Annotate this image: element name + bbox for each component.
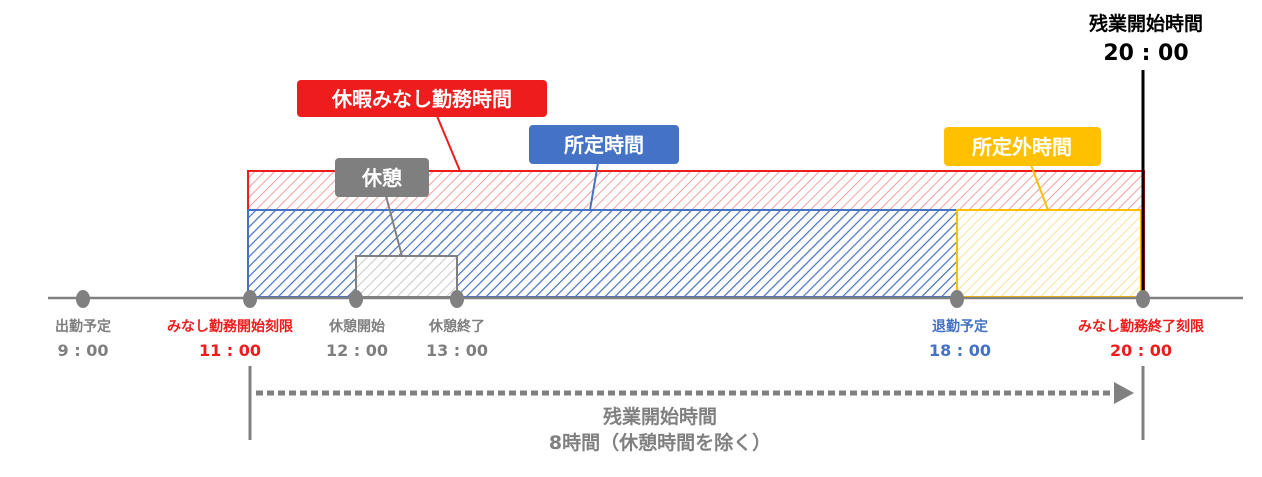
timeline-dot-break-end <box>450 290 464 308</box>
timeline-time-deemed-end-limit: 20 : 00 <box>1110 341 1172 360</box>
timeline-dot-break-start <box>349 290 363 308</box>
timeline-label-scheduled-leave: 退勤予定 <box>932 318 988 335</box>
deemed-hours-callout-label: 休暇みなし勤務時間 <box>331 87 512 111</box>
timeline-label-break-start: 休憩開始 <box>328 318 385 335</box>
timeline-dot-scheduled-leave <box>950 290 964 308</box>
span-arrow-head <box>1114 382 1134 404</box>
timeline-time-break-end: 13 : 00 <box>426 341 488 360</box>
timeline-label-deemed-start-limit: みなし勤務開始刻限 <box>167 318 293 335</box>
timeline-dot-scheduled-start <box>76 290 90 308</box>
non-scheduled-hours-band <box>956 209 1142 298</box>
non-scheduled-hours-leader <box>1030 164 1049 211</box>
deemed-hours-callout: 休暇みなし勤務時間 <box>297 80 547 117</box>
non-scheduled-hours-callout: 所定外時間 <box>944 127 1101 166</box>
span-label-line1: 残業開始時間 <box>603 405 717 428</box>
scheduled-hours-callout: 所定時間 <box>529 125 679 164</box>
break-band <box>355 255 458 298</box>
timeline-time-scheduled-leave: 18 : 00 <box>929 341 991 360</box>
overtime-start-label: 残業開始時間 <box>1089 12 1203 35</box>
timeline-dot-deemed-start-limit <box>243 290 257 308</box>
break-leader <box>385 195 403 257</box>
timeline-dot-deemed-end-limit <box>1136 290 1150 308</box>
break-callout: 休憩 <box>335 158 429 197</box>
timeline-time-break-start: 12 : 00 <box>326 341 388 360</box>
scheduled-hours-band <box>247 209 958 298</box>
timeline-label-deemed-end-limit: みなし勤務終了刻限 <box>1078 318 1204 335</box>
deemed-hours-leader <box>436 115 461 172</box>
overtime-start-time: 20 : 00 <box>1103 41 1188 66</box>
timeline-label-scheduled-start: 出勤予定 <box>55 318 111 335</box>
scheduled-hours-callout-label: 所定時間 <box>564 133 644 157</box>
non-scheduled-hours-callout-label: 所定外時間 <box>972 135 1072 159</box>
span-label-line2: 8時間（休憩時間を除く） <box>549 431 771 454</box>
timeline-time-deemed-start-limit: 11 : 00 <box>199 341 261 360</box>
break-callout-label: 休憩 <box>361 166 402 190</box>
scheduled-hours-leader <box>589 162 599 211</box>
timeline-points: 出勤予定 9 : 00 みなし勤務開始刻限 11 : 00 休憩開始 12 : 00 休憩終… <box>55 290 1204 360</box>
timeline-label-break-end: 休憩終了 <box>428 318 485 335</box>
timeline-time-scheduled-start: 9 : 00 <box>58 341 109 360</box>
